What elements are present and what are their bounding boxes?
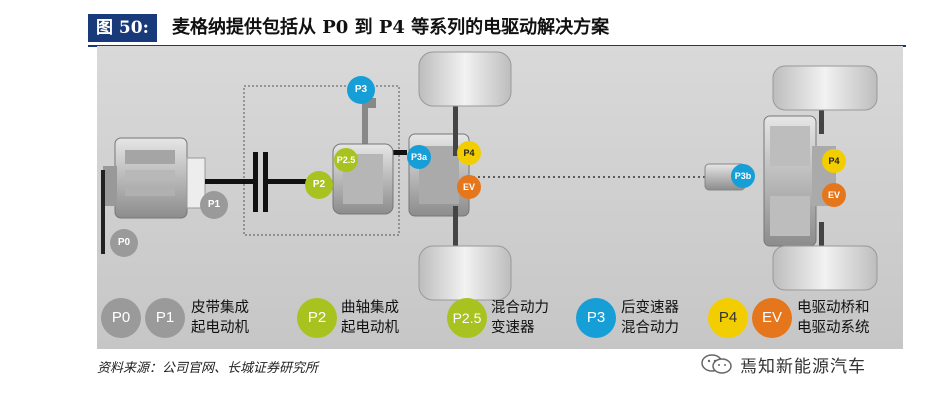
front-left-wheel [418,51,512,107]
hybrid-module-outline [243,85,400,236]
p2-position-badge: P2 [305,171,333,199]
legend-ev-badge: EV [752,298,792,338]
legend-p25-text-line2: 变速器 [491,320,535,336]
engine-block [103,137,206,219]
front-right-wheel [418,245,512,301]
watermark-text: 焉知新能源汽车 [740,356,866,377]
rear-right-wheel [772,245,878,291]
p0-position-badge: P0 [110,229,138,257]
legend-p2-text-line1: 曲轴集成 [341,300,399,316]
legend-p0-badge: P0 [101,298,141,338]
figure-title: 麦格纳提供包括从 P0 到 P4 等系列的电驱动解决方案 [172,17,610,38]
drivetrain-diagram: P0 P1 P2 P2.5 P3 P3a P4 EV P3b P4 EV P0 … [97,46,903,349]
legend-p3-badge: P3 [576,298,616,338]
p25-position-badge: P2.5 [334,148,358,172]
clutch-plate-b [263,152,268,212]
legend-p4-text-line2: 电驱动系统 [797,320,870,336]
p4-rear-position-badge: P4 [822,149,846,173]
legend-p25-badge: P2.5 [447,298,487,338]
legend-p25-text-line1: 混合动力 [491,300,549,316]
legend-p3-text-line2: 混合动力 [621,320,679,336]
legend-p2-badge: P2 [297,298,337,338]
p3a-position-badge: P3a [407,145,431,169]
source-note: 资料来源：公司官网、长城证券研究所 [97,361,319,376]
ev-front-position-badge: EV [457,175,481,199]
figure-header: 图 50: 麦格纳提供包括从 P0 到 P4 等系列的电驱动解决方案 [88,14,906,44]
p4-front-position-badge: P4 [457,141,481,165]
p3b-position-badge: P3b [731,164,755,188]
rear-left-wheel [772,65,878,111]
legend-p1-text-line1: 皮带集成 [191,300,249,316]
legend-p2-text-line2: 起电动机 [341,320,399,336]
legend-p4-badge: P4 [708,298,748,338]
watermark: 焉知新能源汽车 [700,350,866,378]
belt-drive [101,170,105,254]
legend-p1-text-line2: 起电动机 [191,320,249,336]
figure-number: 图 50: [88,14,157,42]
p1-position-badge: P1 [200,191,228,219]
wechat-icon [700,353,734,375]
legend-p3-text-line1: 后变速器 [621,300,679,316]
clutch-plate-a [253,152,258,212]
legend-p1-badge: P1 [145,298,185,338]
crankshaft [205,179,253,184]
legend-p4-text-line1: 电驱动桥和 [797,300,870,316]
p3-position-badge: P3 [347,76,375,104]
ev-rear-position-badge: EV [822,183,846,207]
